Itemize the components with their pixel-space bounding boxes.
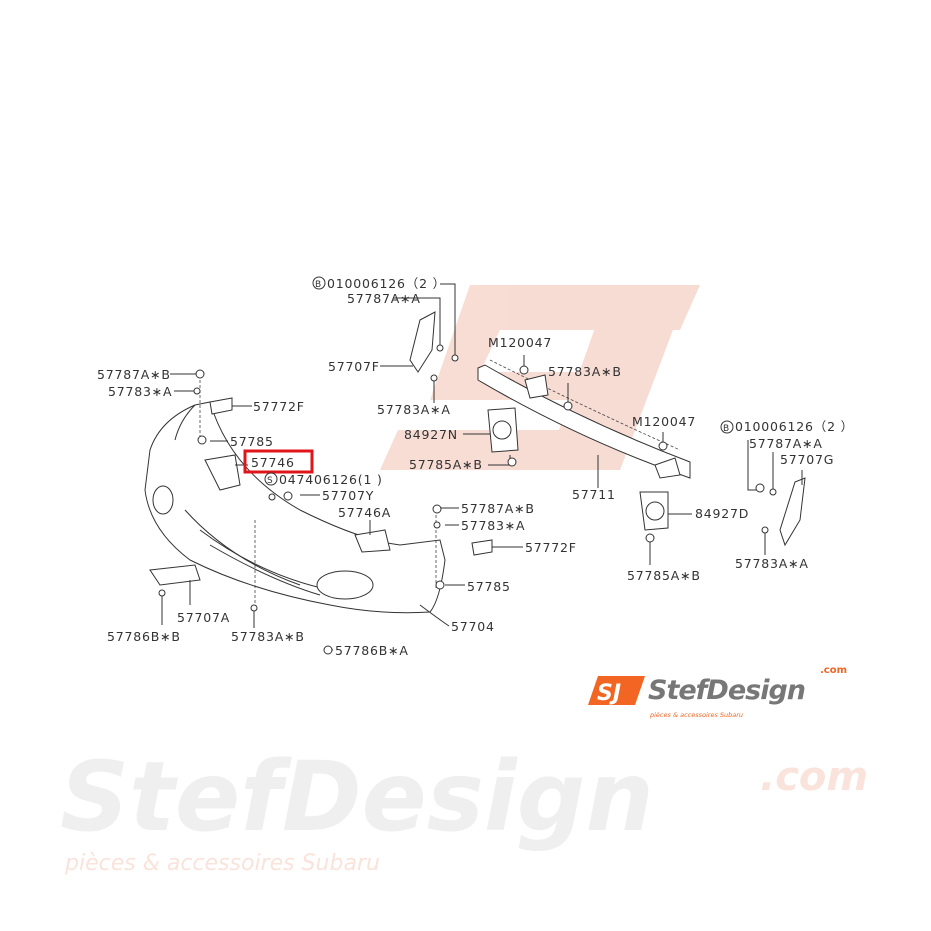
mark-b-left: B — [315, 280, 322, 290]
mark-s: S — [267, 476, 274, 486]
label-M120047-b[interactable]: M120047 — [632, 414, 696, 429]
plate-84927N-shape[interactable] — [487, 407, 519, 453]
label-57707F[interactable]: 57707F — [328, 359, 380, 374]
logo-mark-bg — [588, 676, 645, 705]
label-57783A-A-top[interactable]: 57783A∗A — [377, 402, 451, 417]
fasteners — [158, 344, 777, 655]
mark-b-right: B — [723, 424, 730, 434]
label-M120047-a[interactable]: M120047 — [488, 335, 552, 350]
label-84927D[interactable]: 84927D — [695, 506, 749, 521]
logo-tld: .com — [820, 665, 847, 676]
label-57783-A-right[interactable]: 57783∗A — [461, 518, 525, 533]
part-57746-shape[interactable] — [204, 454, 241, 491]
pad-57772F-left-shape[interactable] — [209, 397, 233, 415]
part-labels: 010006126（2 ） 57787A∗A 57707F 57783A∗A M… — [97, 276, 854, 658]
label-57787A-A-right[interactable]: 57787A∗A — [749, 436, 823, 451]
label-84927N[interactable]: 84927N — [404, 427, 458, 442]
label-57772F-right[interactable]: 57772F — [525, 540, 577, 555]
watermark-tld: .com — [760, 754, 868, 800]
logo-brand: StefDesign — [648, 675, 805, 706]
label-57785-left[interactable]: 57785 — [230, 434, 274, 449]
label-57783A-B-bottom[interactable]: 57783A∗B — [231, 629, 305, 644]
bumper-cover-57704[interactable] — [144, 401, 446, 614]
part-57746A-shape[interactable] — [354, 529, 391, 553]
label-57707G[interactable]: 57707G — [780, 452, 834, 467]
label-010006126-left[interactable]: 010006126（2 ） — [327, 276, 446, 291]
highlight-box-57746[interactable] — [243, 449, 314, 474]
logo-mark: SJ — [597, 681, 621, 706]
pad-57772F-right-shape[interactable] — [471, 539, 493, 556]
watermark-brand: StefDesign — [60, 741, 654, 853]
bracket-57707A-shape[interactable] — [149, 564, 201, 586]
stefdesign-logo: SJ StefDesign .com pièces & accessoires … — [588, 665, 847, 719]
watermark-tagline: pièces & accessoires Subaru — [64, 851, 380, 876]
label-57785-right[interactable]: 57785 — [467, 579, 511, 594]
label-57783-A-left[interactable]: 57783∗A — [108, 384, 172, 399]
label-57787A-B-left[interactable]: 57787A∗B — [97, 367, 171, 382]
leader-lines — [161, 283, 803, 651]
label-57772F-left[interactable]: 57772F — [253, 399, 305, 414]
label-57711[interactable]: 57711 — [572, 487, 616, 502]
label-57787A-A-left[interactable]: 57787A∗A — [347, 291, 421, 306]
label-57785A-B-top[interactable]: 57785A∗B — [409, 457, 483, 472]
plate-84927D-shape[interactable] — [639, 491, 669, 531]
label-010006126-right[interactable]: 010006126（2 ） — [735, 419, 854, 434]
label-57707Y[interactable]: 57707Y — [322, 488, 374, 503]
label-57783A-A-right[interactable]: 57783A∗A — [735, 556, 809, 571]
watermark: StefDesign .com pièces & accessoires Sub… — [60, 285, 868, 876]
label-57786B-B[interactable]: 57786B∗B — [107, 629, 181, 644]
label-57746A[interactable]: 57746A — [338, 505, 391, 520]
label-57786B-A[interactable]: 57786B∗A — [335, 643, 409, 658]
label-57707A[interactable]: 57707A — [177, 610, 230, 625]
label-57787A-B-right[interactable]: 57787A∗B — [461, 501, 535, 516]
label-57783A-B-top[interactable]: 57783A∗B — [548, 364, 622, 379]
mark-b-circle-left — [312, 276, 326, 290]
bracket-57707F-shape[interactable] — [409, 311, 436, 373]
bracket-57707G-shape[interactable] — [779, 477, 806, 547]
mark-s-circle — [264, 472, 278, 486]
label-57746[interactable]: 57746 — [251, 455, 295, 470]
bumper-beam-57711[interactable] — [477, 359, 691, 479]
label-57704[interactable]: 57704 — [451, 619, 495, 634]
label-047406126[interactable]: 047406126(1 ) — [279, 472, 383, 487]
mark-b-circle-right — [720, 420, 734, 434]
label-57785A-B-right[interactable]: 57785A∗B — [627, 568, 701, 583]
logo-tagline: pièces & accessoires Subaru — [649, 711, 743, 719]
